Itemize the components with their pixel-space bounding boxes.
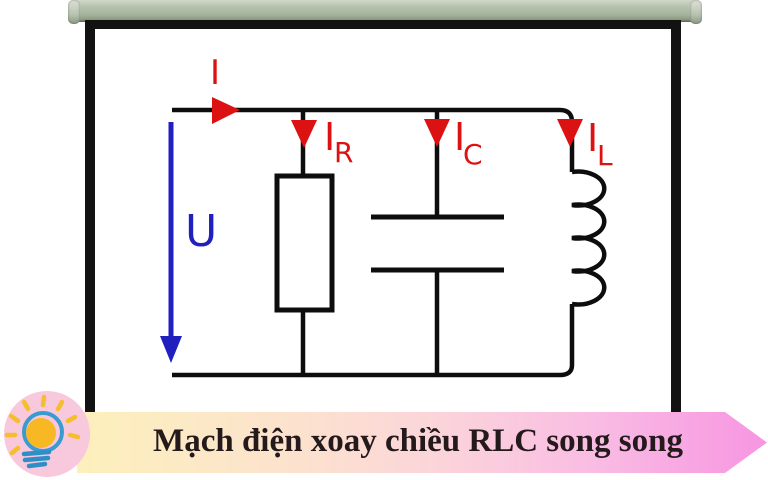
current-arrow-inductor xyxy=(557,119,583,147)
current-label: I xyxy=(210,53,220,93)
resistor-current-subscript: R xyxy=(334,136,353,169)
voltage-arrow xyxy=(160,122,182,363)
bulb-rays xyxy=(4,394,81,456)
lightbulb-badge xyxy=(4,391,90,477)
current-arrow-capacitor xyxy=(424,119,450,147)
projector-roller-bar xyxy=(70,0,700,22)
screen-frame-top xyxy=(85,20,681,29)
current-arrow-resistor xyxy=(291,120,317,148)
bottom-wire xyxy=(172,304,575,378)
bulb-base xyxy=(21,449,52,469)
voltage-label: U xyxy=(185,206,217,257)
resistor-current-label: I xyxy=(324,115,335,159)
resistor-symbol xyxy=(274,173,335,313)
capacitor-current-subscript: C xyxy=(463,138,483,171)
current-arrow-main xyxy=(212,97,240,124)
roller-end-cap-left xyxy=(68,0,80,24)
circuit-wires xyxy=(172,107,575,378)
lightbulb-icon xyxy=(4,394,81,469)
title-banner: Mạch điện xoay chiều RLC song song xyxy=(77,412,767,473)
current-arrows xyxy=(212,97,583,148)
screen-frame-left xyxy=(85,20,95,413)
roller-end-cap-right xyxy=(690,0,702,24)
capacitor-current-label: I xyxy=(454,115,465,159)
capacitor-symbol xyxy=(371,214,504,273)
inductor-symbol xyxy=(571,169,607,307)
top-wire xyxy=(172,107,575,172)
bulb-filament-glow xyxy=(26,418,56,448)
banner-title: Mạch điện xoay chiều RLC song song xyxy=(153,423,683,459)
voltage-arrow-head xyxy=(160,336,182,363)
inductor-current-label: I xyxy=(587,116,598,160)
screen-frame-right xyxy=(671,20,681,413)
screen-surface xyxy=(95,29,671,413)
inductor-current-subscript: L xyxy=(597,139,613,172)
